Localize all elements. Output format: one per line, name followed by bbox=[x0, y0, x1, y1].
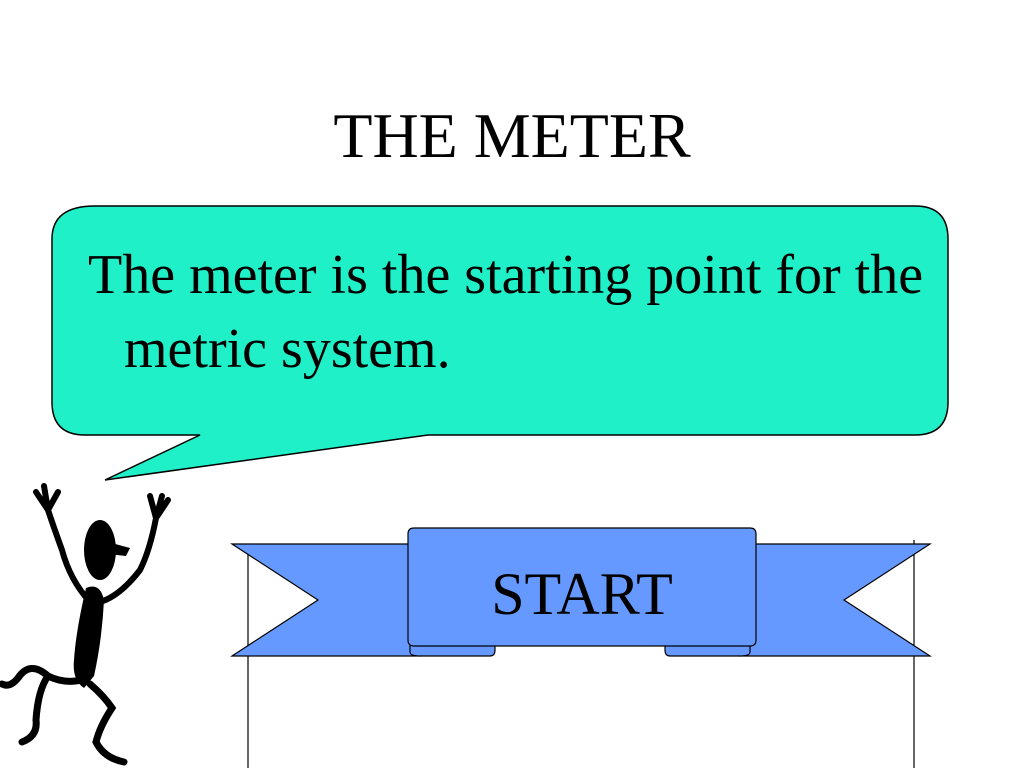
bubble-text: The meter is the starting point for the … bbox=[88, 244, 924, 380]
slide-title: THE METER bbox=[333, 100, 691, 171]
banner-label: START bbox=[491, 561, 673, 627]
running-stick-figure-icon bbox=[0, 483, 171, 766]
